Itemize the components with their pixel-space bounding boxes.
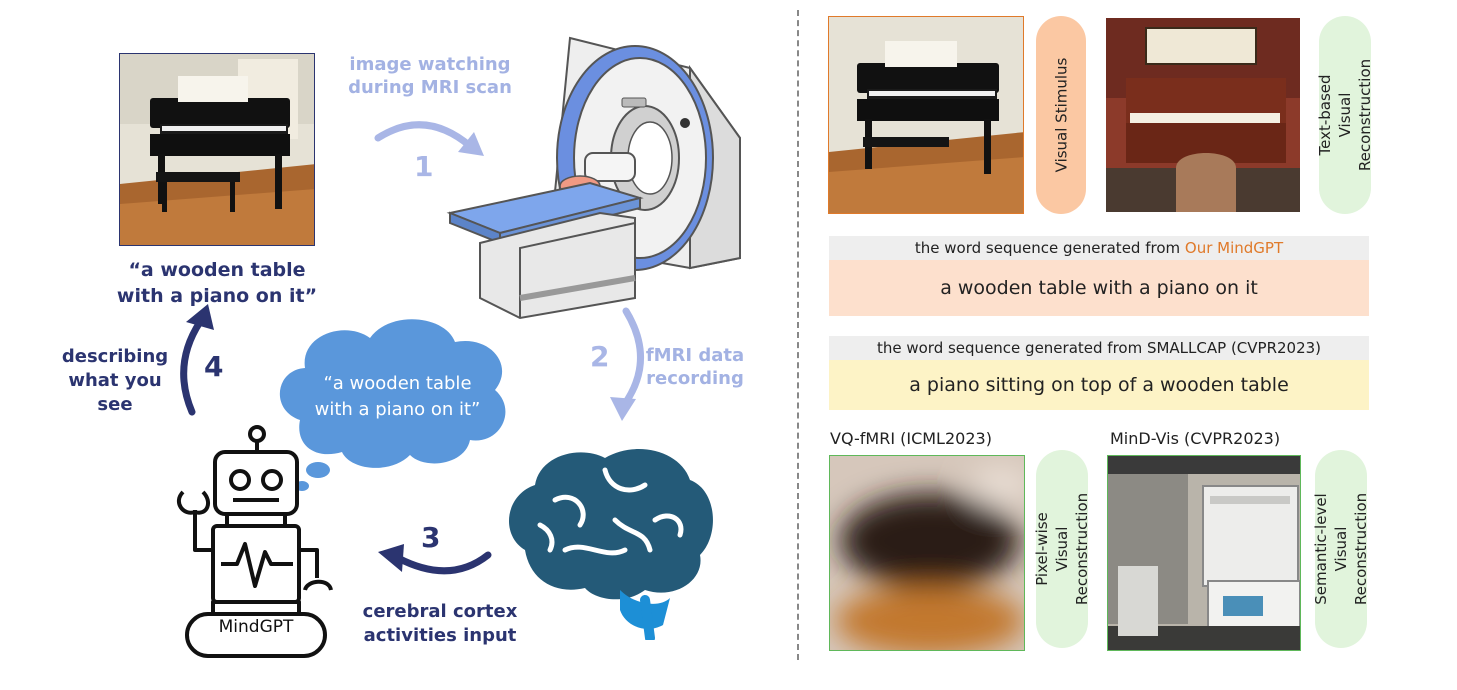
stimulus-photo-left [119,53,315,246]
robot-label: MindGPT [218,617,294,637]
step3-number: 3 [421,521,441,554]
printer-room-photo-icon [1108,456,1300,650]
step3-text: cerebral cortex activities input [362,601,518,646]
smallcap-caption-bar: the word sequence generated from SMALLCA… [829,336,1369,360]
visual-stimulus-photo [828,16,1024,214]
upright-piano-photo-icon [1106,18,1300,212]
visual-stimulus-pill: Visual Stimulus [1036,16,1086,214]
step4-number: 4 [204,350,224,383]
pixel-recon-pill: Pixel-wise Visual Reconstruction [1033,450,1091,648]
step2-text: fMRI data recording [645,345,745,389]
ours-result-box: a wooden table with a piano on it [829,260,1369,316]
step1-number: 1 [414,150,434,183]
text-recon-photo [1106,18,1300,212]
ours-caption-prefix: the word sequence generated from [914,239,1185,257]
ours-caption-bar: the word sequence generated from Our Min… [829,236,1369,260]
text-recon-pill: Text-based Visual Reconstruction [1316,16,1374,214]
ours-caption-model: Our MindGPT [1184,239,1284,257]
vqfmri-label: VQ-fMRI (ICML2023) [830,429,992,448]
stimulus-caption: “a wooden table with a piano on it” [116,259,318,307]
smallcap-result-text: a piano sitting on top of a wooden table [909,374,1289,396]
piano-photo-icon [120,54,314,245]
mindvis-photo [1107,455,1301,651]
robot-icon [176,425,333,658]
brain-icon [508,449,713,640]
mindvis-label: MinD-Vis (CVPR2023) [1110,429,1281,448]
semantic-recon-pill: Semantic-level Visual Reconstruction [1312,450,1370,648]
vqfmri-photo [829,455,1025,651]
smallcap-result-box: a piano sitting on top of a wooden table [829,360,1369,410]
mri-scanner-icon [446,36,741,320]
smallcap-caption-text: the word sequence generated from SMALLCA… [876,339,1322,357]
step1-text: image watching during MRI scan [348,54,512,98]
ours-result-text: a wooden table with a piano on it [940,277,1258,299]
step1-arrow-icon [374,121,484,156]
thought-text: “a wooden table with a piano on it” [314,373,481,420]
step2-number: 2 [590,340,610,373]
step2-arrow-icon [610,307,644,421]
blurry-recon-photo-icon [830,456,1024,650]
step4-arrow-icon [180,304,214,416]
step3-arrow-icon [378,544,492,575]
panel-divider [797,10,799,660]
piano-photo-icon [829,17,1023,213]
step4-text: describing what you see [61,346,169,415]
